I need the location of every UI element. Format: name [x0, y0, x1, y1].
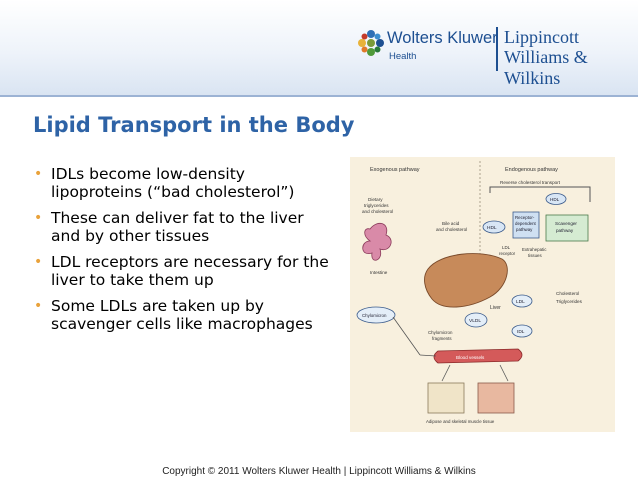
fragments-line-2: fragments — [432, 336, 452, 341]
dietary-line-2: triglycerides — [364, 203, 389, 208]
bullet-list: • IDLs become low-density lipoproteins (“… — [34, 165, 334, 341]
bullet-dot-icon: • — [34, 166, 43, 182]
bullet-item: • LDL receptors are necessary for the liv… — [34, 253, 334, 289]
slide-header — [0, 0, 638, 96]
chylomicron-label: Chylomicron — [362, 313, 387, 318]
ldl-label: LDL — [516, 299, 525, 305]
bullet-dot-icon: • — [34, 298, 43, 314]
brand-name: Wolters Kluwer — [387, 29, 498, 47]
ldl-receptor-line-1: LDL — [502, 245, 511, 250]
bullet-text: These can deliver fat to the liver and b… — [51, 209, 304, 245]
vldl-label: VLDL — [469, 318, 481, 324]
receptor-line-1: Receptor- — [515, 215, 535, 220]
intestine-label: Intestine — [370, 270, 388, 275]
hdl-label: HDL — [487, 225, 497, 231]
bullet-dot-icon: • — [34, 254, 43, 270]
fragments-line-1: Chylomicron — [428, 330, 453, 335]
receptor-line-2: dependent — [515, 221, 537, 226]
exogenous-label: Exogenous pathway — [370, 167, 420, 173]
bullet-text: IDLs become low-density lipoproteins (“b… — [51, 165, 295, 201]
bullet-text: LDL receptors are necessary for the live… — [51, 253, 329, 289]
ldl-receptor-line-2: receptor — [499, 251, 516, 256]
bile-line-1: Bile acid — [442, 221, 460, 226]
header-divider — [0, 95, 638, 97]
bullet-item: • IDLs become low-density lipoproteins (“… — [34, 165, 334, 201]
bullet-dot-icon: • — [34, 210, 43, 226]
dietary-line-1: Dietary — [368, 197, 383, 202]
bullet-item: • These can deliver fat to the liver and … — [34, 209, 334, 245]
scavenger-line-1: Scavenger — [555, 221, 577, 226]
extrahepatic-line-2: tissues — [528, 253, 542, 258]
copyright-footer: Copyright © 2011 Wolters Kluwer Health |… — [162, 466, 476, 477]
adipose-label: Adipose and skeletal muscle tissue — [426, 419, 495, 424]
bullet-text: Some LDLs are taken up by scavenger cell… — [51, 297, 313, 333]
brand-sub: Health — [389, 51, 417, 62]
wolters-kluwer-logo-icon — [358, 30, 384, 56]
extrahepatic-line-1: Extrahepatic — [522, 247, 547, 252]
blood-vessels-label: Blood vessels — [456, 355, 485, 360]
slide-title: Lipid Transport in the Body — [33, 113, 355, 137]
bullet-item: • Some LDLs are taken up by scavenger cel… — [34, 297, 334, 333]
publisher-line-1: Lippincott — [504, 27, 579, 47]
legend-triglycerides: Triglycerides — [556, 299, 583, 304]
scavenger-line-2: pathway — [556, 228, 574, 233]
bile-line-2: and cholesterol — [436, 227, 467, 232]
reverse-transport-label: Reverse cholesterol transport — [500, 180, 561, 185]
publisher-line-2: Williams & Wilkins — [504, 47, 588, 88]
idl-label: IDL — [517, 329, 525, 335]
publisher-divider — [496, 27, 498, 71]
lipid-transport-figure: Exogenous pathway Endogenous pathway Rev… — [350, 157, 615, 432]
legend-cholesterol: Cholesterol — [556, 291, 579, 296]
dietary-line-3: and cholesterol — [362, 209, 393, 214]
hdl-label-2: HDL — [550, 197, 560, 202]
liver-label: Liver — [490, 305, 501, 311]
receptor-line-3: pathway — [516, 227, 533, 232]
endogenous-label: Endogenous pathway — [505, 167, 558, 173]
